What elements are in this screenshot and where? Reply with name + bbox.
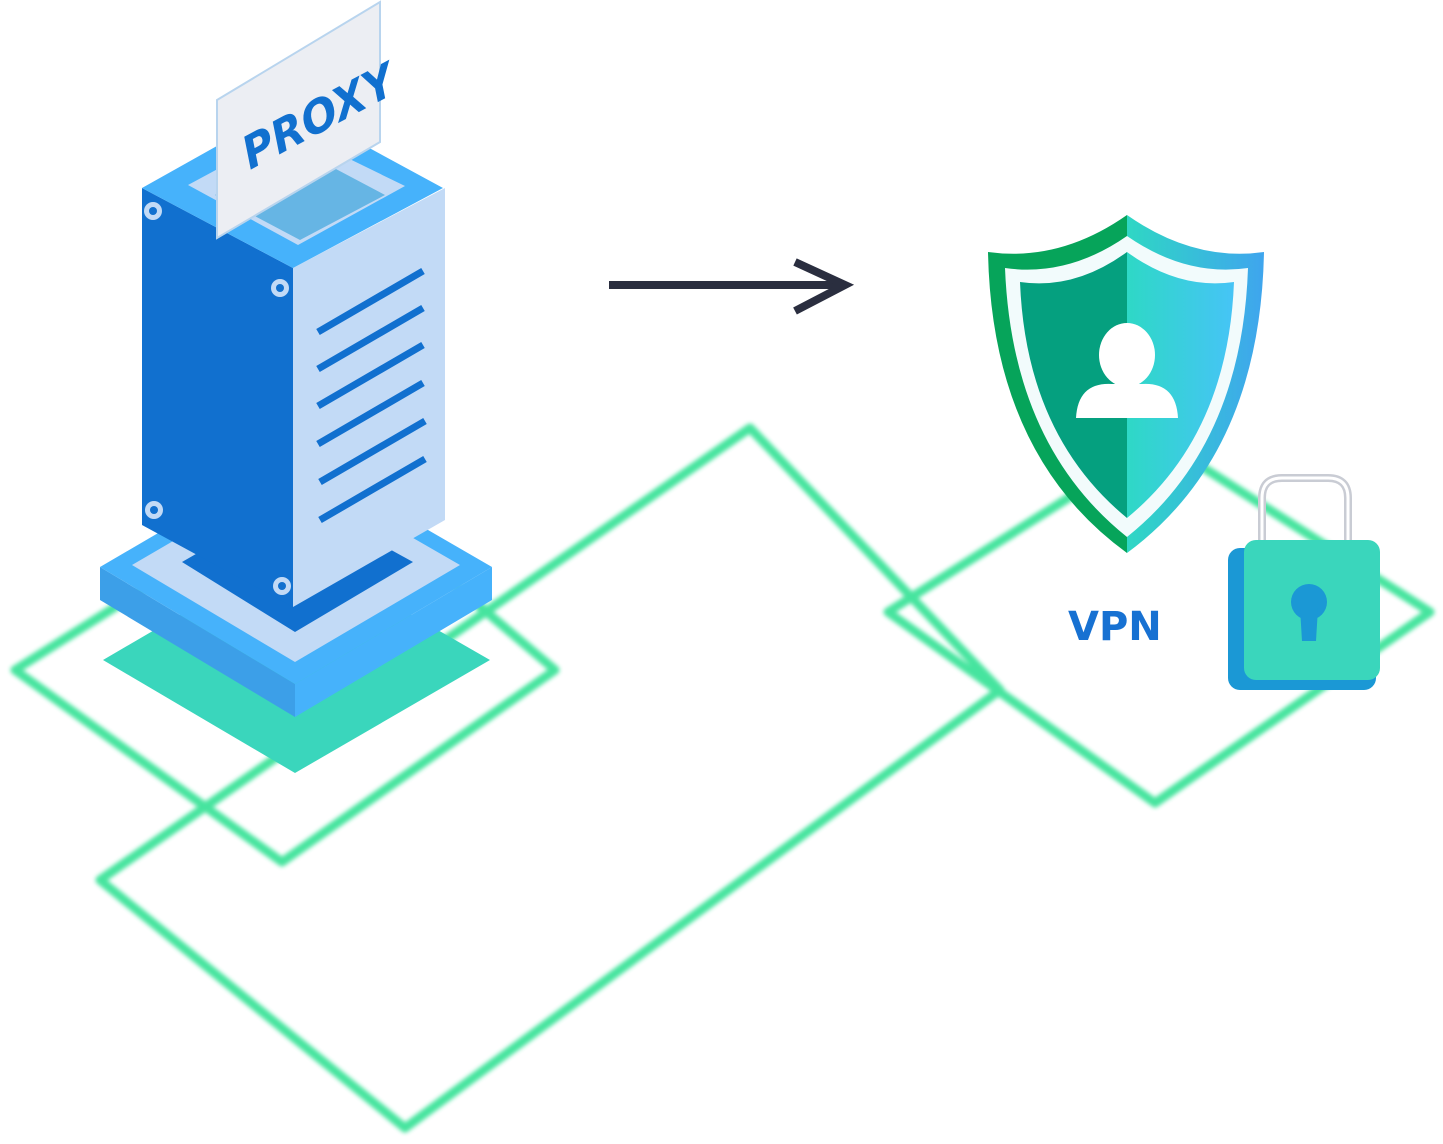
shield-inner-right	[1127, 252, 1234, 518]
shield-user-icon	[988, 215, 1264, 553]
proxy-server: PROXY	[100, 0, 492, 773]
server-vent-lines	[316, 267, 427, 524]
server-tower-side	[293, 188, 445, 607]
shield-inner-left	[1020, 252, 1127, 518]
user-icon	[1076, 323, 1178, 418]
padlock-icon	[1228, 474, 1380, 690]
right-arrow-icon	[609, 258, 855, 315]
server-platform-side	[100, 567, 295, 717]
server-platform-side-right	[295, 567, 492, 717]
keyhole-icon	[1291, 584, 1327, 641]
server-screws	[144, 202, 291, 595]
server-tower-front	[142, 188, 293, 607]
proxy-card	[216, 0, 381, 240]
vpn-label: VPN	[1068, 604, 1162, 650]
